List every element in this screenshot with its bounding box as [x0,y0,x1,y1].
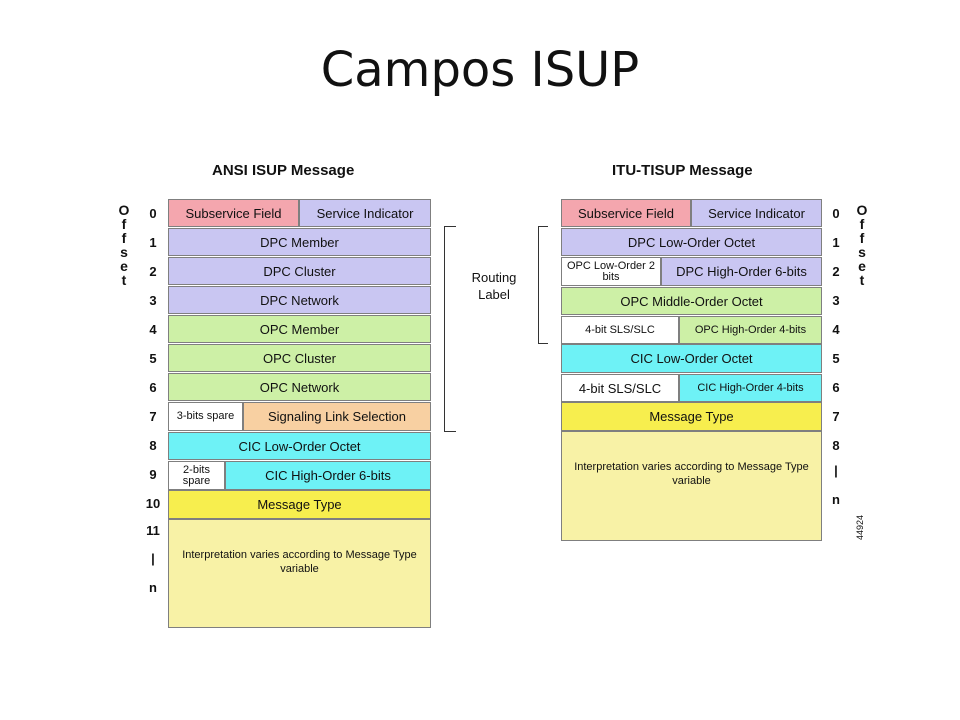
itu-opc-low-order-2bits: OPC Low-Order 2 bits [561,257,661,286]
itu-row-number: 1 [832,235,840,250]
itu-service-indicator: Service Indicator [691,199,822,227]
itu-interpretation: Interpretation varies according to Messa… [561,431,822,541]
routing-bracket-left-top [444,226,456,227]
itu-cic-low-order-octet: CIC Low-Order Octet [561,344,822,373]
itu-row-number: 6 [832,380,840,395]
ansi-row-number: | [151,551,155,566]
itu-row-number: | [834,463,838,478]
itu-row-number: 0 [832,206,840,221]
ansi-signaling-link-selection: Signaling Link Selection [243,402,431,431]
itu-row-number: 8 [832,438,840,453]
routing-bracket-left-bottom [444,431,456,432]
figure-id: 44924 [855,514,865,540]
ansi-dpc-member: DPC Member [168,228,431,256]
itu-row-number: 4 [832,322,840,337]
itu-offset-letter: t [859,272,865,288]
ansi-offset-letter: f [121,216,127,232]
ansi-row-number: n [149,580,157,595]
itu-offset-letter: e [858,258,866,274]
itu-dpc-low-order-octet: DPC Low-Order Octet [561,228,822,256]
ansi-interpretation: Interpretation varies according to Messa… [168,519,431,628]
ansi-row-number: 8 [149,438,157,453]
itu-message-type: Message Type [561,402,822,431]
itu-row-number: 3 [832,293,840,308]
ansi-3bits-spare: 3-bits spare [168,402,243,431]
ansi-opc-cluster: OPC Cluster [168,344,431,372]
ansi-service-indicator: Service Indicator [299,199,431,227]
ansi-cic-high-order-6bits: CIC High-Order 6-bits [225,461,431,490]
ansi-row-number: 2 [149,264,157,279]
ansi-row-number: 11 [146,523,160,538]
itu-dpc-high-order-6bits: DPC High-Order 6-bits [661,257,822,286]
ansi-offset-letter: t [121,272,127,288]
ansi-row-number: 3 [149,293,157,308]
itu-opc-high-order-4bits: OPC High-Order 4-bits [679,316,822,344]
itu-sls-slc: 4-bit SLS/SLC [561,316,679,344]
ansi-2bits-spare: 2-bits spare [168,461,225,490]
itu-opc-middle-order-octet: OPC Middle-Order Octet [561,287,822,315]
ansi-header: ANSI ISUP Message [212,162,355,179]
routing-bracket-right-line [538,226,539,344]
itu-offset-letter: s [858,244,866,260]
ansi-row-number: 6 [149,380,157,395]
ansi-row-number: 9 [149,467,157,482]
ansi-dpc-network: DPC Network [168,286,431,314]
itu-row-number: n [832,492,840,507]
itu-row-number: 5 [832,351,840,366]
itu-offset-letter: f [859,230,865,246]
ansi-offset-letter: e [120,258,128,274]
slide-title: Campos ISUP [320,42,640,98]
routing-bracket-left-line [444,226,445,432]
itu-sls-slc-2: 4-bit SLS/SLC [561,374,679,402]
ansi-opc-network: OPC Network [168,373,431,401]
routing-label: Routing Label [471,270,517,302]
ansi-subservice-field: Subservice Field [168,199,299,227]
routing-bracket-right-bottom [538,343,548,344]
ansi-opc-member: OPC Member [168,315,431,343]
routing-bracket-right-top [538,226,548,227]
ansi-offset-letter: f [121,230,127,246]
ansi-message-type: Message Type [168,490,431,519]
ansi-row-number: 5 [149,351,157,366]
itu-header: ITU-TISUP Message [612,162,753,179]
ansi-offset-letter: s [120,244,128,260]
ansi-row-number: 10 [145,496,161,511]
ansi-row-number: 1 [149,235,157,250]
itu-offset-letter: f [859,216,865,232]
ansi-row-number: 0 [149,206,157,221]
itu-row-number: 2 [832,264,840,279]
ansi-row-number: 4 [149,322,157,337]
ansi-cic-low-order-octet: CIC Low-Order Octet [168,432,431,460]
ansi-dpc-cluster: DPC Cluster [168,257,431,285]
ansi-offset-letter: O [118,202,130,218]
ansi-row-number: 7 [149,409,157,424]
itu-subservice-field: Subservice Field [561,199,691,227]
itu-row-number: 7 [832,409,840,424]
itu-cic-high-order-4bits: CIC High-Order 4-bits [679,374,822,402]
itu-offset-letter: O [856,202,868,218]
